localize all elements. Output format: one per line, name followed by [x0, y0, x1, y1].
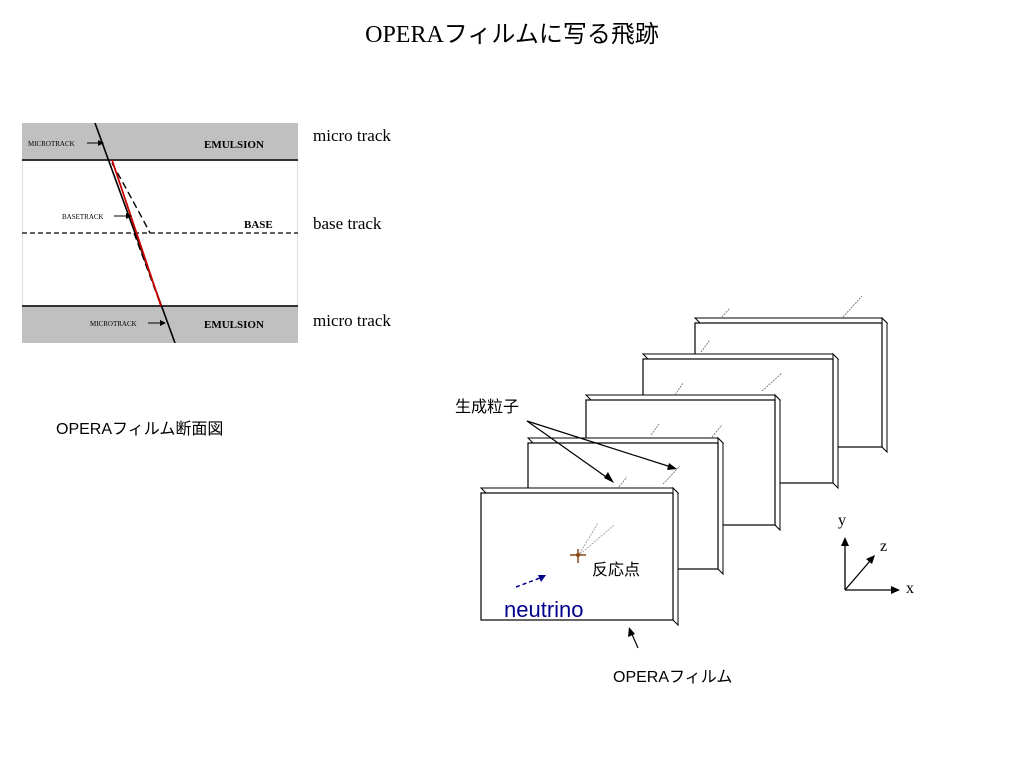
- axis-gizmo: [841, 537, 900, 594]
- side-label-base-track: base track: [313, 214, 382, 233]
- axis-label-y: y: [838, 512, 846, 529]
- base-label: BASE: [244, 219, 273, 231]
- microtrack-projection-top: [111, 162, 151, 234]
- film-label: OPERAフィルム: [613, 669, 733, 686]
- microtrack-bottom-tag: MICROTRACK: [90, 320, 137, 328]
- products-label: 生成粒子: [455, 399, 520, 416]
- cross-section-diagram: MICROTRACK BASETRACK MICROTRACK EMULSION…: [22, 123, 298, 343]
- axis-label-x: x: [906, 580, 914, 597]
- neutrino-label: neutrino: [504, 597, 584, 622]
- vertex-star-icon: [570, 549, 586, 563]
- axis-label-z: z: [880, 538, 888, 555]
- products-arrow-1: [526, 420, 610, 480]
- z-axis: [844, 560, 871, 591]
- cross-section-caption: OPERAフィルム断面図: [56, 421, 224, 438]
- emulsion-bottom-label: EMULSION: [204, 319, 264, 331]
- basetrack-line: [111, 159, 162, 307]
- neutrino-arrow: [515, 577, 541, 588]
- vertex-label: 反応点: [592, 562, 641, 579]
- products-arrow-2: [526, 420, 672, 468]
- emulsion-top-label: EMULSION: [204, 139, 264, 151]
- page-title: OPERAフィルムに写る飛跡: [365, 22, 659, 48]
- microtrack-top-tag: MICROTRACK: [28, 140, 75, 148]
- basetrack-tag: BASETRACK: [62, 213, 104, 221]
- particle-track: [94, 123, 176, 343]
- side-label-micro-track-top: micro track: [313, 126, 391, 145]
- side-label-micro-track-bottom: micro track: [313, 311, 391, 330]
- emulsion-layer-top: [22, 123, 298, 160]
